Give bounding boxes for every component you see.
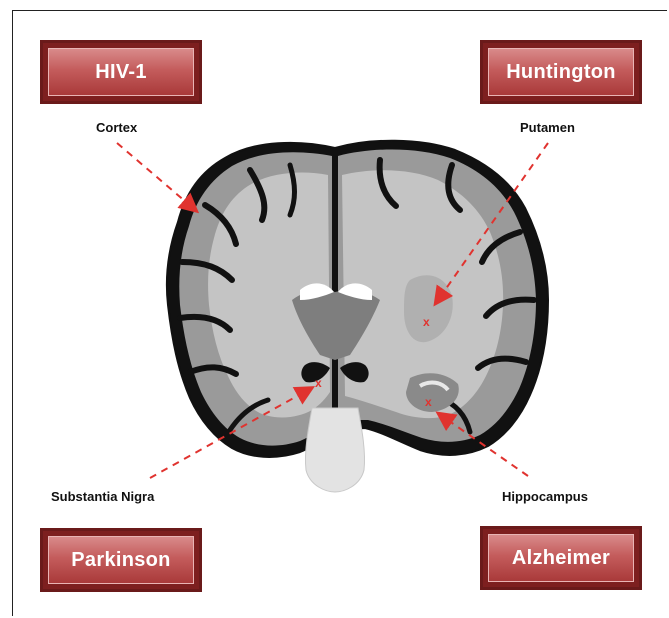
parkinson-badge-label: Parkinson — [48, 536, 194, 584]
huntington-badge-label: Huntington — [488, 48, 634, 96]
substantia-nigra-marker: x — [315, 376, 322, 390]
hiv-badge: HIV-1 — [40, 40, 202, 104]
cortex-label: Cortex — [96, 120, 137, 135]
putamen-marker: x — [423, 315, 430, 329]
putamen-label: Putamen — [520, 120, 575, 135]
parkinson-badge: Parkinson — [40, 528, 202, 592]
hiv-badge-label: HIV-1 — [48, 48, 194, 96]
substantia-nigra-label: Substantia Nigra — [51, 489, 154, 504]
huntington-badge: Huntington — [480, 40, 642, 104]
alzheimer-badge-label: Alzheimer — [488, 534, 634, 582]
cortex-arrow — [117, 143, 193, 208]
hippocampus-marker: x — [425, 395, 432, 409]
brainstem — [305, 408, 364, 492]
hippocampus-label: Hippocampus — [502, 489, 588, 504]
alzheimer-badge: Alzheimer — [480, 526, 642, 590]
